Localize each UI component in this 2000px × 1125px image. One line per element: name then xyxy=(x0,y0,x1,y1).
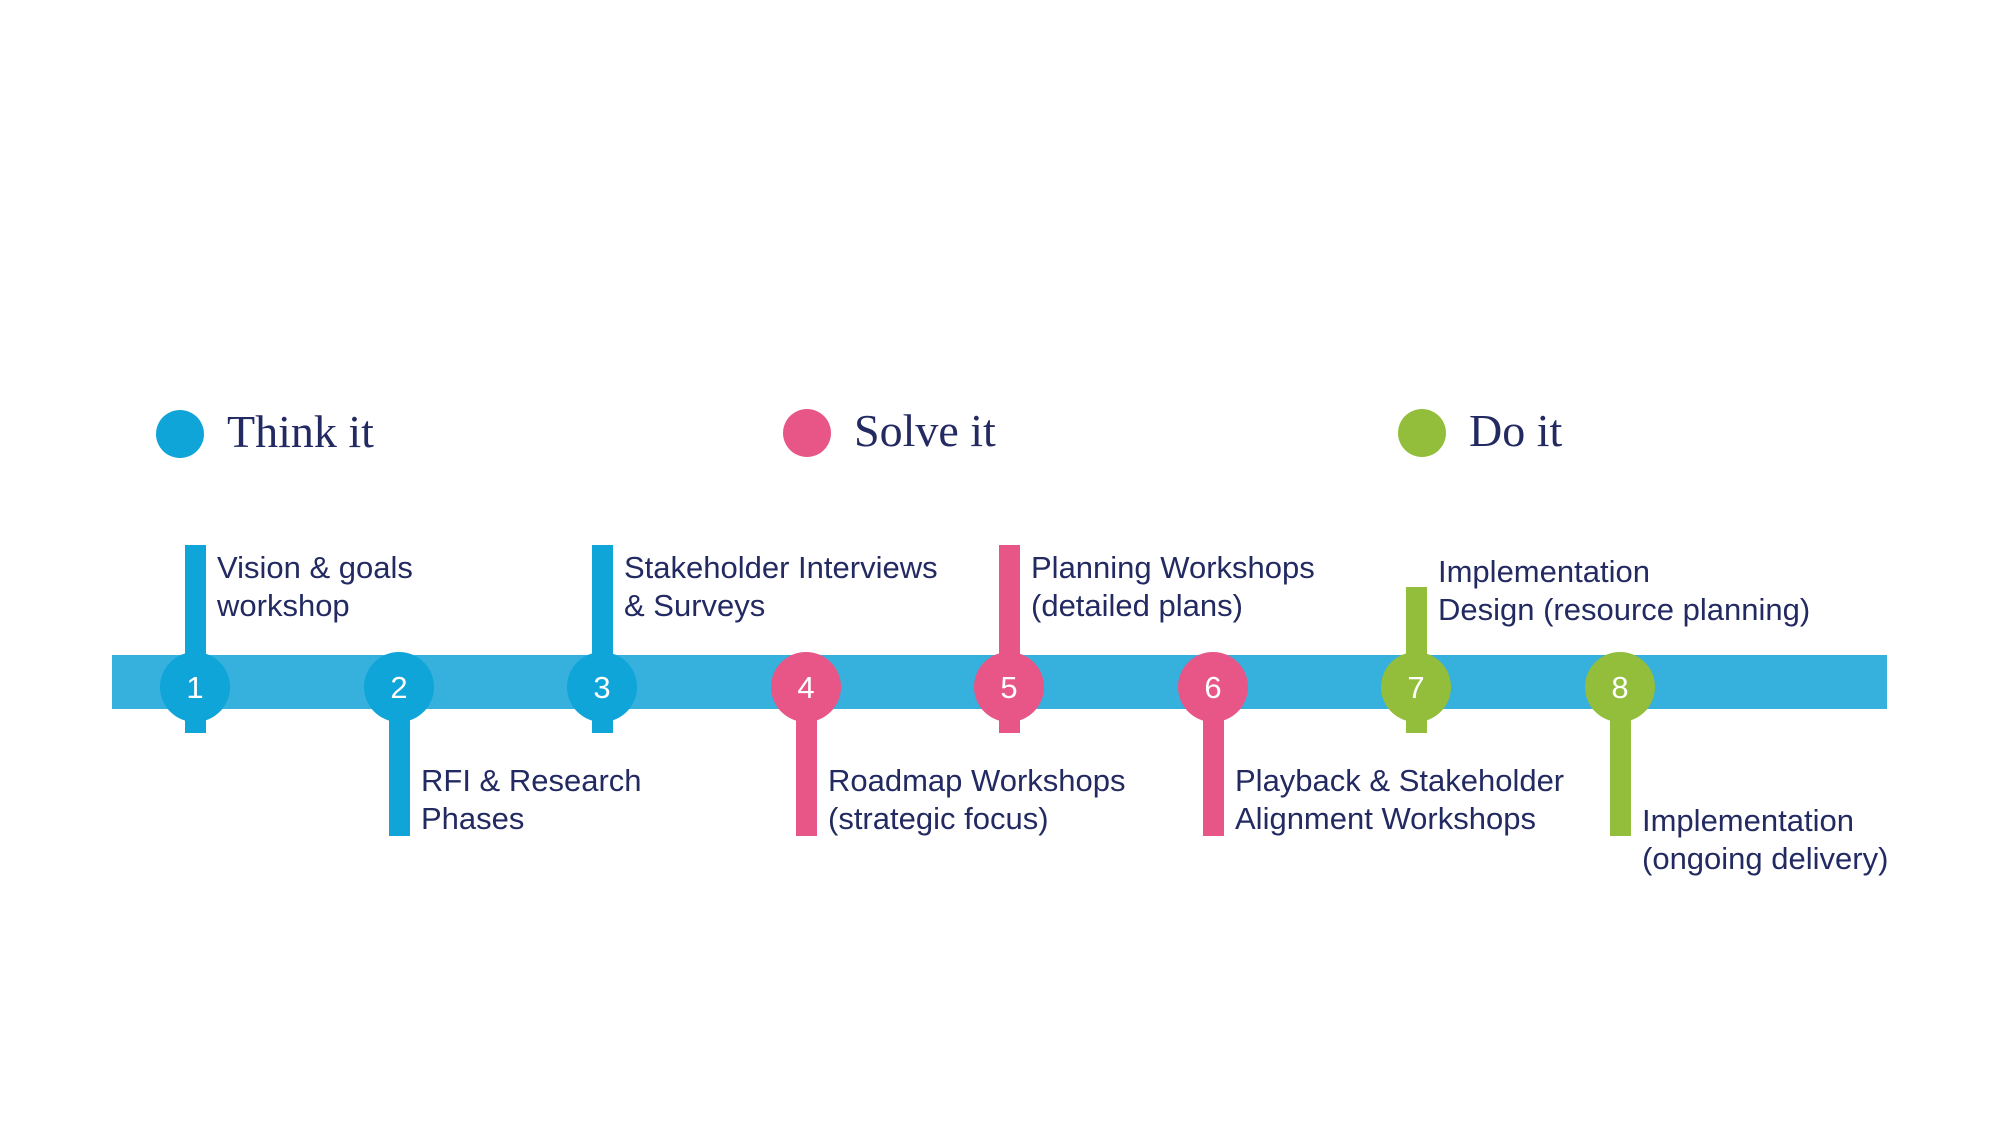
do-it-dot-icon xyxy=(1398,409,1446,457)
legend-label-do: Do it xyxy=(1469,405,1563,456)
milestone-circle-7: 7 xyxy=(1381,652,1451,722)
milestone-label-4: Roadmap Workshops(strategic focus) xyxy=(828,762,1188,838)
milestone-label-3: Stakeholder Interviews& Surveys xyxy=(624,549,984,625)
solve-it-dot-icon xyxy=(783,409,831,457)
milestone-label-line: Implementation xyxy=(1642,803,1854,838)
milestone-stem-2 xyxy=(389,688,410,836)
milestone-label-line: & Surveys xyxy=(624,588,766,623)
milestone-stem-4 xyxy=(796,688,817,836)
milestone-label-line: (ongoing delivery) xyxy=(1642,841,1889,876)
milestone-label-line: Planning Workshops xyxy=(1031,550,1315,585)
milestone-circle-2: 2 xyxy=(364,652,434,722)
milestone-stem-6 xyxy=(1203,688,1224,836)
milestone-number-7: 7 xyxy=(1407,669,1425,705)
milestone-number-6: 6 xyxy=(1204,669,1222,705)
milestone-stem-8 xyxy=(1610,688,1631,836)
milestone-label-line: workshop xyxy=(217,588,350,623)
milestone-circle-1: 1 xyxy=(160,652,230,722)
milestone-label-line: Playback & Stakeholder xyxy=(1235,763,1565,798)
legend-label-solve: Solve it xyxy=(854,405,996,456)
milestone-circle-5: 5 xyxy=(974,652,1044,722)
milestone-label-8: Implementation(ongoing delivery) xyxy=(1642,802,2000,878)
milestone-number-2: 2 xyxy=(390,669,408,705)
think-it-dot-icon xyxy=(156,410,204,458)
milestone-number-1: 1 xyxy=(186,669,204,705)
milestone-number-3: 3 xyxy=(593,669,611,705)
legend-label-think: Think it xyxy=(227,406,374,457)
milestone-label-line: Roadmap Workshops xyxy=(828,763,1126,798)
milestone-label-line: Stakeholder Interviews xyxy=(624,550,938,585)
milestone-label-5: Planning Workshops(detailed plans) xyxy=(1031,549,1391,625)
milestone-label-line: Phases xyxy=(421,801,525,836)
milestone-number-8: 8 xyxy=(1611,669,1629,705)
milestone-label-line: Alignment Workshops xyxy=(1235,801,1536,836)
milestone-label-line: Vision & goals xyxy=(217,550,413,585)
milestone-label-line: RFI & Research xyxy=(421,763,642,798)
milestone-label-line: Implementation xyxy=(1438,554,1650,589)
milestone-circle-8: 8 xyxy=(1585,652,1655,722)
milestone-label-line: (strategic focus) xyxy=(828,801,1049,836)
milestone-number-4: 4 xyxy=(797,669,815,705)
milestone-number-5: 5 xyxy=(1000,669,1018,705)
milestone-label-line: (detailed plans) xyxy=(1031,588,1243,623)
milestone-circle-3: 3 xyxy=(567,652,637,722)
milestone-circle-6: 6 xyxy=(1178,652,1248,722)
milestone-circle-4: 4 xyxy=(771,652,841,722)
milestone-label-line: Design (resource planning) xyxy=(1438,592,1811,627)
